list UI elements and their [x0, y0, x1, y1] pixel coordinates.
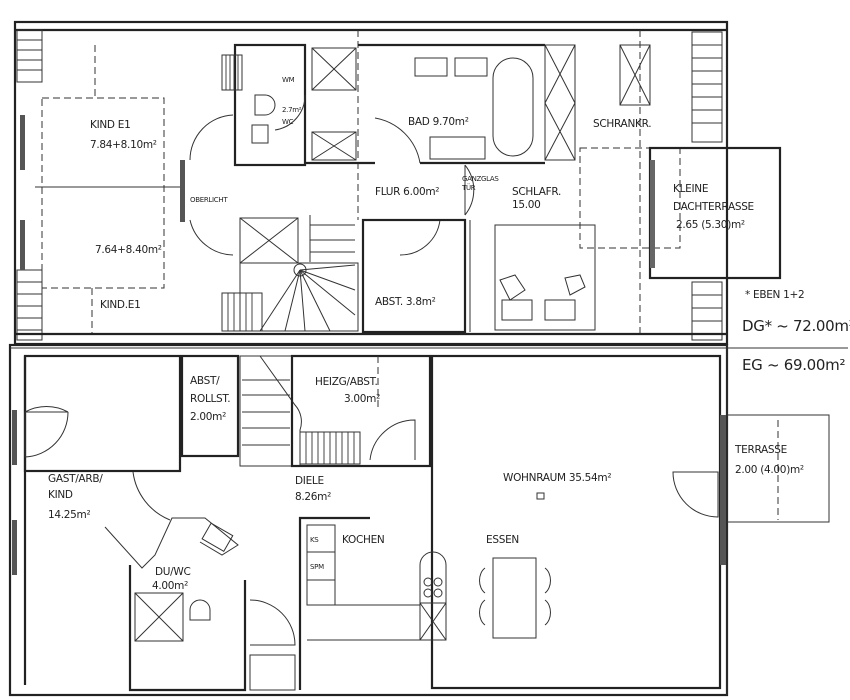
label-heizg-area: 3.00m²	[344, 393, 380, 405]
label-abst-area: 2.00m²	[190, 411, 226, 423]
oberlicht-partition	[180, 160, 185, 222]
label-schlafr-area: 15.00	[512, 199, 541, 211]
du-wc	[104, 517, 296, 692]
label-essen: ESSEN	[486, 534, 519, 546]
dining-table	[479, 557, 551, 639]
label-dg-total: DG* ~ 72.00m²	[742, 317, 850, 335]
label-dachterrasse-area: 2.65 (5.30)m²	[676, 219, 745, 231]
ground-floor	[8, 343, 848, 697]
label-wc-area: 2.7m²	[282, 106, 302, 114]
wc-room	[233, 43, 307, 167]
label-dachterrasse: DACHTERRASSE	[673, 201, 754, 213]
label-note: * EBEN 1+2	[745, 289, 804, 301]
label-heizg: HEIZG/ABST.	[315, 376, 378, 388]
label-duwc-area: 4.00m²	[152, 580, 188, 592]
label-kind-a: KIND E1	[90, 119, 130, 131]
toilet-icon	[254, 94, 276, 116]
label-duwc: DU/WC	[155, 566, 191, 578]
label-bad: BAD 9.70m²	[408, 116, 469, 128]
gast-room-upper-wall	[23, 354, 182, 473]
kitchen	[298, 516, 447, 690]
wohnraum	[430, 354, 722, 690]
left-roof-hatch	[16, 29, 43, 341]
label-ganzglas: GANZGLAS	[462, 175, 499, 183]
label-abst: ABST/	[190, 375, 220, 387]
kind-dashed-boundary	[41, 97, 165, 289]
staircase-ground	[239, 355, 361, 467]
label-tuer: TÜR	[461, 183, 476, 192]
label-kind-a-area: 7.84+8.10m²	[90, 139, 157, 151]
shaft	[239, 47, 357, 264]
label-wm: WM	[282, 76, 295, 84]
abstellraum-upper	[361, 218, 467, 334]
label-gast-area: 14.25m²	[48, 509, 90, 521]
label-terrasse-area: 2.00 (4.00)m²	[735, 464, 804, 476]
label-kind-b-area: 7.64+8.40m²	[95, 244, 162, 256]
label-kleine: KLEINE	[673, 183, 708, 195]
right-roof-hatch	[691, 31, 723, 341]
label-ks: KS	[310, 536, 319, 544]
toilet-icon	[189, 599, 211, 621]
label-gast: GAST/ARB/	[48, 473, 103, 485]
wardrobe	[544, 44, 576, 161]
label-abst-upper: ABST. 3.8m²	[375, 296, 436, 308]
label-terrasse: TERRASSE	[734, 444, 787, 456]
terrasse	[726, 414, 830, 523]
label-rollst: ROLLST.	[190, 393, 230, 405]
label-kind: KIND	[48, 489, 73, 501]
label-diele: DIELE	[295, 475, 324, 487]
heizung-room	[290, 354, 432, 468]
label-kochen: KOCHEN	[342, 534, 385, 546]
kleine-dachterrasse	[648, 146, 782, 280]
label-spm: SPM	[310, 563, 324, 571]
label-wohnraum: WOHNRAUM 35.54m²	[503, 472, 611, 484]
door-swing	[189, 114, 234, 161]
label-schrankr: SCHRANKR.	[593, 118, 651, 130]
label-diele-area: 8.26m²	[295, 491, 331, 503]
abst-rollst	[180, 354, 240, 458]
label-kind-b: KIND.E1	[100, 299, 140, 311]
label-wc: WC	[282, 118, 294, 126]
label-flur: FLUR 6.00m²	[375, 186, 439, 198]
room-labels: KIND E1 7.84+8.10m² 7.64+8.40m² KIND.E1 …	[48, 76, 850, 592]
label-eg-total: EG ~ 69.00m²	[742, 356, 845, 374]
label-schlafr: SCHLAFR.	[512, 186, 561, 198]
bed	[494, 224, 596, 331]
label-oberlicht: OBERLICHT	[190, 196, 228, 204]
bathtub	[492, 57, 534, 157]
staircase-upper	[221, 215, 359, 332]
